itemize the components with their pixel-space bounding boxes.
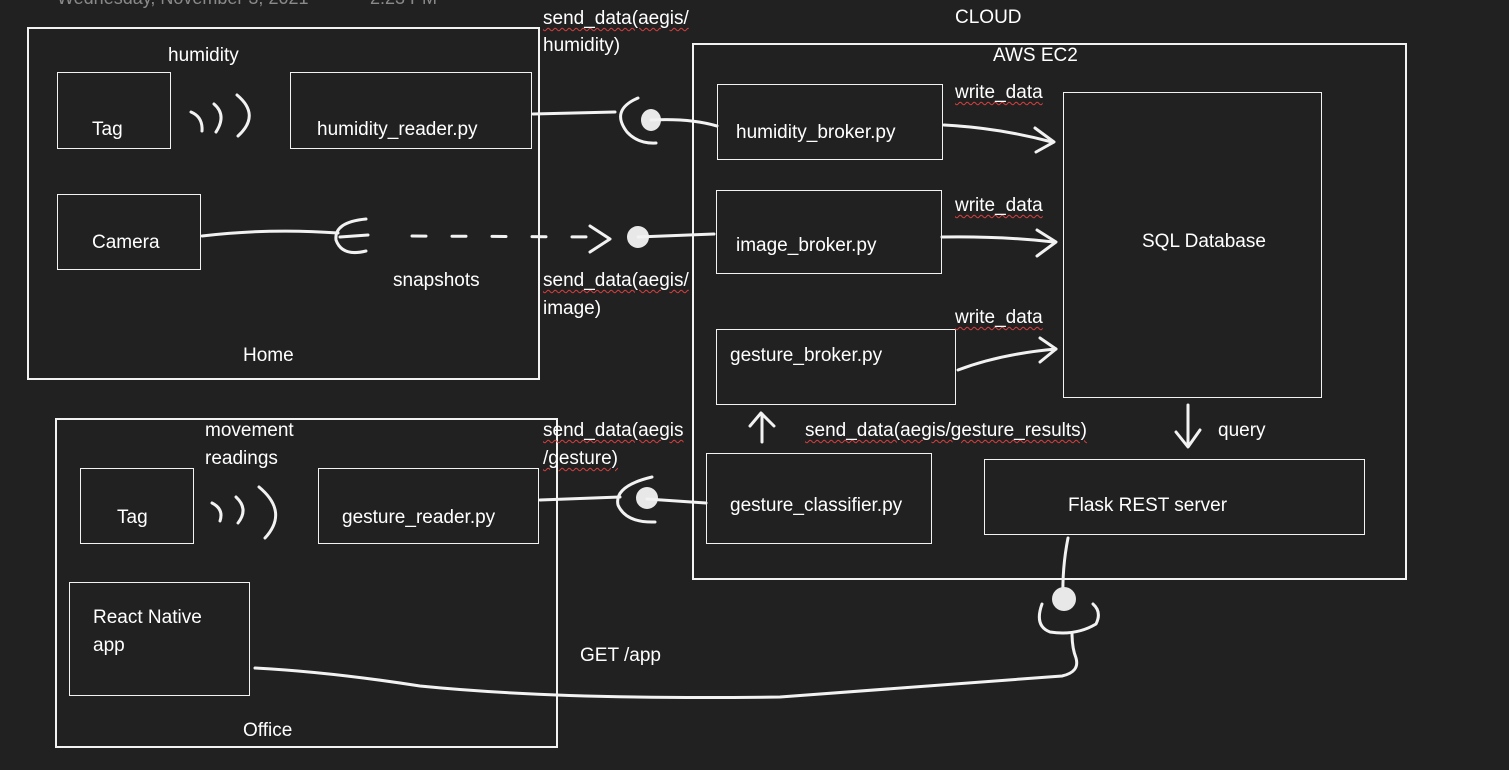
send-gesture-label-2: /gesture) xyxy=(543,448,618,469)
write-data-label-3: write_data xyxy=(955,307,1043,328)
home-label: Home xyxy=(243,345,294,366)
flask-server-label: Flask REST server xyxy=(1068,495,1228,516)
react-native-app-label-1: React Native xyxy=(93,607,202,628)
header-time: 2:23 PM xyxy=(370,0,437,9)
humidity-link-left xyxy=(531,110,617,116)
gesture-socket xyxy=(616,475,657,524)
home-tag-label: Tag xyxy=(92,119,123,140)
aws-ec2-container xyxy=(692,43,1407,580)
write-arrow-2 xyxy=(940,235,1056,244)
get-app-link xyxy=(253,631,1079,700)
send-image-label-1: send_data(aegis/ xyxy=(543,270,689,291)
send-image-label-2: image) xyxy=(543,298,602,319)
camera-socket-stem xyxy=(338,233,370,239)
humidity-reader-label: humidity_reader.py xyxy=(317,119,478,140)
gesture-reader-label: gesture_reader.py xyxy=(342,507,496,528)
humidity-broker-label: humidity_broker.py xyxy=(736,122,896,143)
home-signal-wave-3 xyxy=(235,93,251,138)
query-label: query xyxy=(1218,420,1266,441)
camera-socket xyxy=(334,217,368,255)
sql-database-label: SQL Database xyxy=(1142,231,1266,252)
send-results-label: send_data(aegis/gesture_results) xyxy=(805,420,1088,441)
office-signal-wave-3 xyxy=(257,485,278,540)
aws-ec2-label: AWS EC2 xyxy=(993,45,1078,66)
header-date: Wednesday, November 3, 2021 xyxy=(57,0,308,9)
send-gesture-label-1: send_data(aegis xyxy=(543,420,684,441)
humidity-reader-box xyxy=(290,72,532,149)
camera-box xyxy=(57,194,201,270)
office-label: Office xyxy=(243,720,293,741)
query-arrowhead xyxy=(1174,428,1202,449)
humidity-link-right xyxy=(649,118,719,128)
gesture-broker-label: gesture_broker.py xyxy=(730,345,883,366)
gesture-classifier-label: gesture_classifier.py xyxy=(730,495,903,516)
send-humidity-label-2: humidity) xyxy=(543,35,621,56)
snapshots-arrowhead xyxy=(588,224,612,254)
image-broker-box xyxy=(716,190,942,274)
classifier-up-arrowhead xyxy=(748,411,776,428)
humidity-broker-box xyxy=(717,84,943,160)
write-arrowhead-1 xyxy=(1033,126,1056,154)
react-native-app-label-2: app xyxy=(93,635,125,656)
write-arrowhead-2 xyxy=(1035,228,1058,258)
flask-socket xyxy=(1037,602,1100,635)
movement-label-1: movement xyxy=(205,420,294,441)
flask-plug-icon xyxy=(1052,587,1076,611)
write-arrow-3 xyxy=(956,347,1058,372)
snapshots-label: snapshots xyxy=(393,270,480,291)
write-arrow-1 xyxy=(942,123,1054,144)
home-signal-wave-2 xyxy=(212,102,223,134)
camera-label: Camera xyxy=(92,232,160,253)
office-tag-box xyxy=(80,468,194,544)
gesture-link-left xyxy=(538,495,622,502)
react-native-app-box xyxy=(69,582,250,696)
home-tag-box xyxy=(57,72,171,149)
snapshots-dashed-arrow xyxy=(410,234,602,239)
office-signal-wave-1 xyxy=(210,501,223,523)
gesture-reader-box xyxy=(318,468,539,544)
humidity-socket xyxy=(619,96,658,145)
write-data-label-1: write_data xyxy=(955,82,1043,103)
send-humidity-label-1: send_data(aegis/ xyxy=(543,8,689,29)
sql-database-box xyxy=(1063,92,1322,398)
office-tag-label: Tag xyxy=(117,507,148,528)
home-signal-wave-1 xyxy=(189,110,204,133)
office-container xyxy=(55,418,558,748)
gesture-broker-box xyxy=(716,329,956,405)
camera-link xyxy=(200,229,340,238)
write-arrowhead-3 xyxy=(1038,336,1058,364)
gesture-classifier-box xyxy=(706,453,932,544)
gesture-link-right xyxy=(645,497,708,505)
get-app-label: GET /app xyxy=(580,645,661,666)
flask-server-box xyxy=(984,459,1365,535)
cloud-label: CLOUD xyxy=(955,7,1022,28)
humidity-label: humidity xyxy=(168,45,239,66)
office-signal-wave-2 xyxy=(234,495,245,525)
image-broker-label: image_broker.py xyxy=(736,235,877,256)
movement-label-2: readings xyxy=(205,448,278,469)
home-container xyxy=(27,27,540,380)
write-data-label-2: write_data xyxy=(955,195,1043,216)
image-link-right xyxy=(636,232,716,239)
